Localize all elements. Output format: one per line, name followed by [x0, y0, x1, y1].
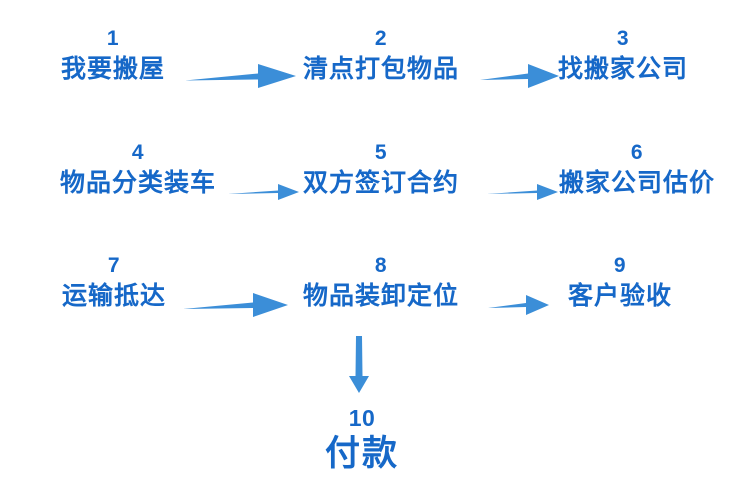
step-label-8: 物品装卸定位 — [302, 282, 460, 310]
step-number-7: 7 — [107, 254, 121, 277]
step-number-1: 1 — [106, 27, 120, 50]
arrow-step5-to-step6 — [487, 180, 559, 204]
flow-step-6[interactable]: 6 搬家公司估价 — [559, 140, 715, 200]
step-number-5: 5 — [374, 141, 388, 164]
step-number-6: 6 — [630, 141, 644, 164]
arrow-step2-to-step3 — [480, 60, 560, 92]
flow-step-2[interactable]: 2 清点打包物品 — [303, 26, 459, 86]
flow-step-9[interactable]: 9 客户验收 — [568, 253, 672, 313]
step-number-8: 8 — [374, 254, 388, 277]
step-label-1: 我要搬屋 — [60, 55, 166, 83]
arrow-step1-to-step2 — [185, 60, 297, 92]
step-label-9: 客户验收 — [567, 282, 673, 310]
arrow-step4-to-step5 — [228, 180, 300, 204]
step-label-6: 搬家公司估价 — [558, 169, 716, 197]
flow-step-7[interactable]: 7 运输抵达 — [62, 253, 166, 313]
flow-step-8[interactable]: 8 物品装卸定位 — [303, 253, 459, 313]
flow-step-4[interactable]: 4 物品分类装车 — [60, 140, 216, 200]
step-number-2: 2 — [374, 27, 388, 50]
step-label-7: 运输抵达 — [61, 282, 167, 310]
step-label-5: 双方签订合约 — [302, 169, 460, 197]
arrow-step8-to-step9 — [488, 292, 550, 318]
flow-step-1[interactable]: 1 我要搬屋 — [61, 26, 165, 86]
step-label-10: 付款 — [324, 434, 400, 473]
step-number-4: 4 — [131, 141, 145, 164]
flow-step-5[interactable]: 5 双方签订合约 — [303, 140, 459, 200]
flow-step-3[interactable]: 3 找搬家公司 — [558, 26, 688, 86]
step-number-9: 9 — [613, 254, 627, 277]
step-number-3: 3 — [616, 27, 630, 50]
step-label-4: 物品分类装车 — [59, 169, 217, 197]
step-label-3: 找搬家公司 — [557, 55, 689, 83]
flow-step-10[interactable]: 10 付款 — [325, 404, 399, 476]
arrow-step7-to-step8 — [183, 290, 289, 320]
arrow-step8-to-step10 — [345, 336, 373, 394]
step-label-2: 清点打包物品 — [302, 55, 460, 83]
step-number-10: 10 — [348, 405, 376, 431]
